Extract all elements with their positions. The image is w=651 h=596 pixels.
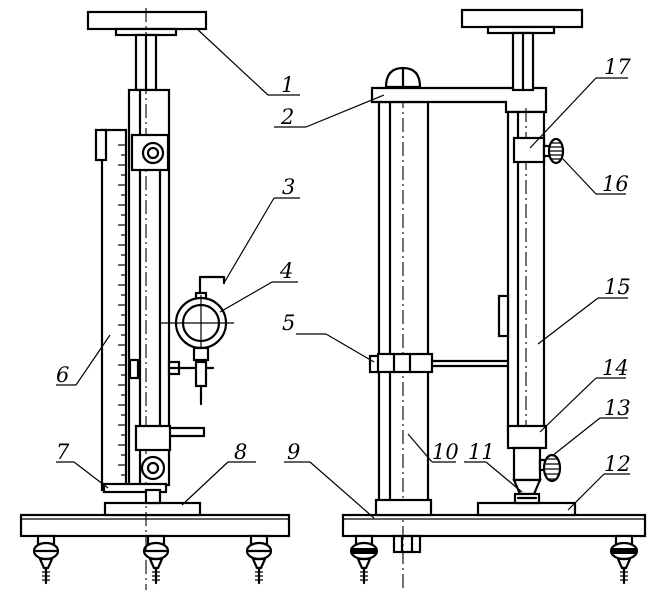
right-connecting-rod — [368, 352, 510, 374]
right-view — [341, 8, 647, 590]
callout-15: 15 — [604, 275, 631, 299]
leader-4 — [219, 281, 273, 313]
callout-8: 8 — [234, 440, 247, 464]
right-upper-knob — [542, 137, 565, 165]
callout-6: 6 — [56, 363, 69, 387]
left-scale-ticks — [118, 144, 126, 476]
right-leveling-foot-2 — [609, 534, 639, 585]
leader-10 — [407, 433, 433, 463]
left-view — [19, 8, 291, 590]
right-ring — [506, 424, 548, 450]
callout-labels: 1 2 3 4 5 6 7 8 9 10 11 12 13 14 15 16 1… — [56, 55, 631, 476]
callout-2: 2 — [280, 105, 294, 129]
right-top-platform — [460, 8, 584, 29]
callout-16: 16 — [602, 172, 629, 196]
right-center-bolt — [392, 534, 422, 554]
left-leveling-foot-3 — [245, 534, 273, 585]
callout-4: 4 — [279, 259, 293, 283]
left-dial-indicator — [160, 275, 234, 406]
leader-17 — [529, 77, 597, 149]
callout-11: 11 — [468, 440, 495, 464]
callout-1: 1 — [281, 73, 294, 97]
leader-13 — [551, 417, 601, 457]
callout-9: 9 — [287, 440, 300, 464]
leader-2 — [305, 94, 385, 128]
leader-11 — [485, 461, 523, 493]
leader-7 — [73, 461, 109, 489]
right-lower-knob — [538, 453, 562, 483]
right-table-plate — [476, 501, 577, 517]
leader-15 — [537, 297, 599, 345]
right-clamp-block — [512, 136, 546, 164]
right-measuring-tip — [512, 478, 542, 496]
leader-5 — [325, 333, 375, 363]
leader-lines — [56, 27, 630, 519]
callout-7: 7 — [56, 440, 70, 464]
callout-14: 14 — [602, 356, 629, 380]
leader-8 — [181, 461, 229, 506]
left-scale-ruler — [100, 128, 128, 492]
callout-5: 5 — [282, 311, 295, 335]
left-leveling-foot-1 — [32, 534, 60, 585]
left-top-platform — [86, 10, 208, 31]
leader-12 — [567, 473, 605, 511]
left-lower-slider — [134, 424, 172, 452]
left-leveling-foot-2 — [142, 534, 170, 585]
callout-10: 10 — [432, 440, 459, 464]
callout-12: 12 — [604, 452, 631, 476]
leader-14 — [539, 377, 597, 433]
leader-6 — [75, 334, 111, 386]
callout-3: 3 — [282, 175, 295, 199]
callout-17: 17 — [604, 55, 631, 79]
left-table-plate — [103, 501, 202, 517]
leader-16 — [561, 157, 597, 195]
right-base-plate — [341, 513, 647, 538]
right-leveling-foot-1 — [349, 534, 379, 585]
right-crossarm — [370, 86, 548, 114]
leader-1 — [195, 27, 269, 96]
leader-3 — [223, 197, 275, 284]
left-base-plate — [19, 513, 291, 538]
leader-9 — [309, 461, 375, 519]
callout-13: 13 — [604, 396, 631, 420]
